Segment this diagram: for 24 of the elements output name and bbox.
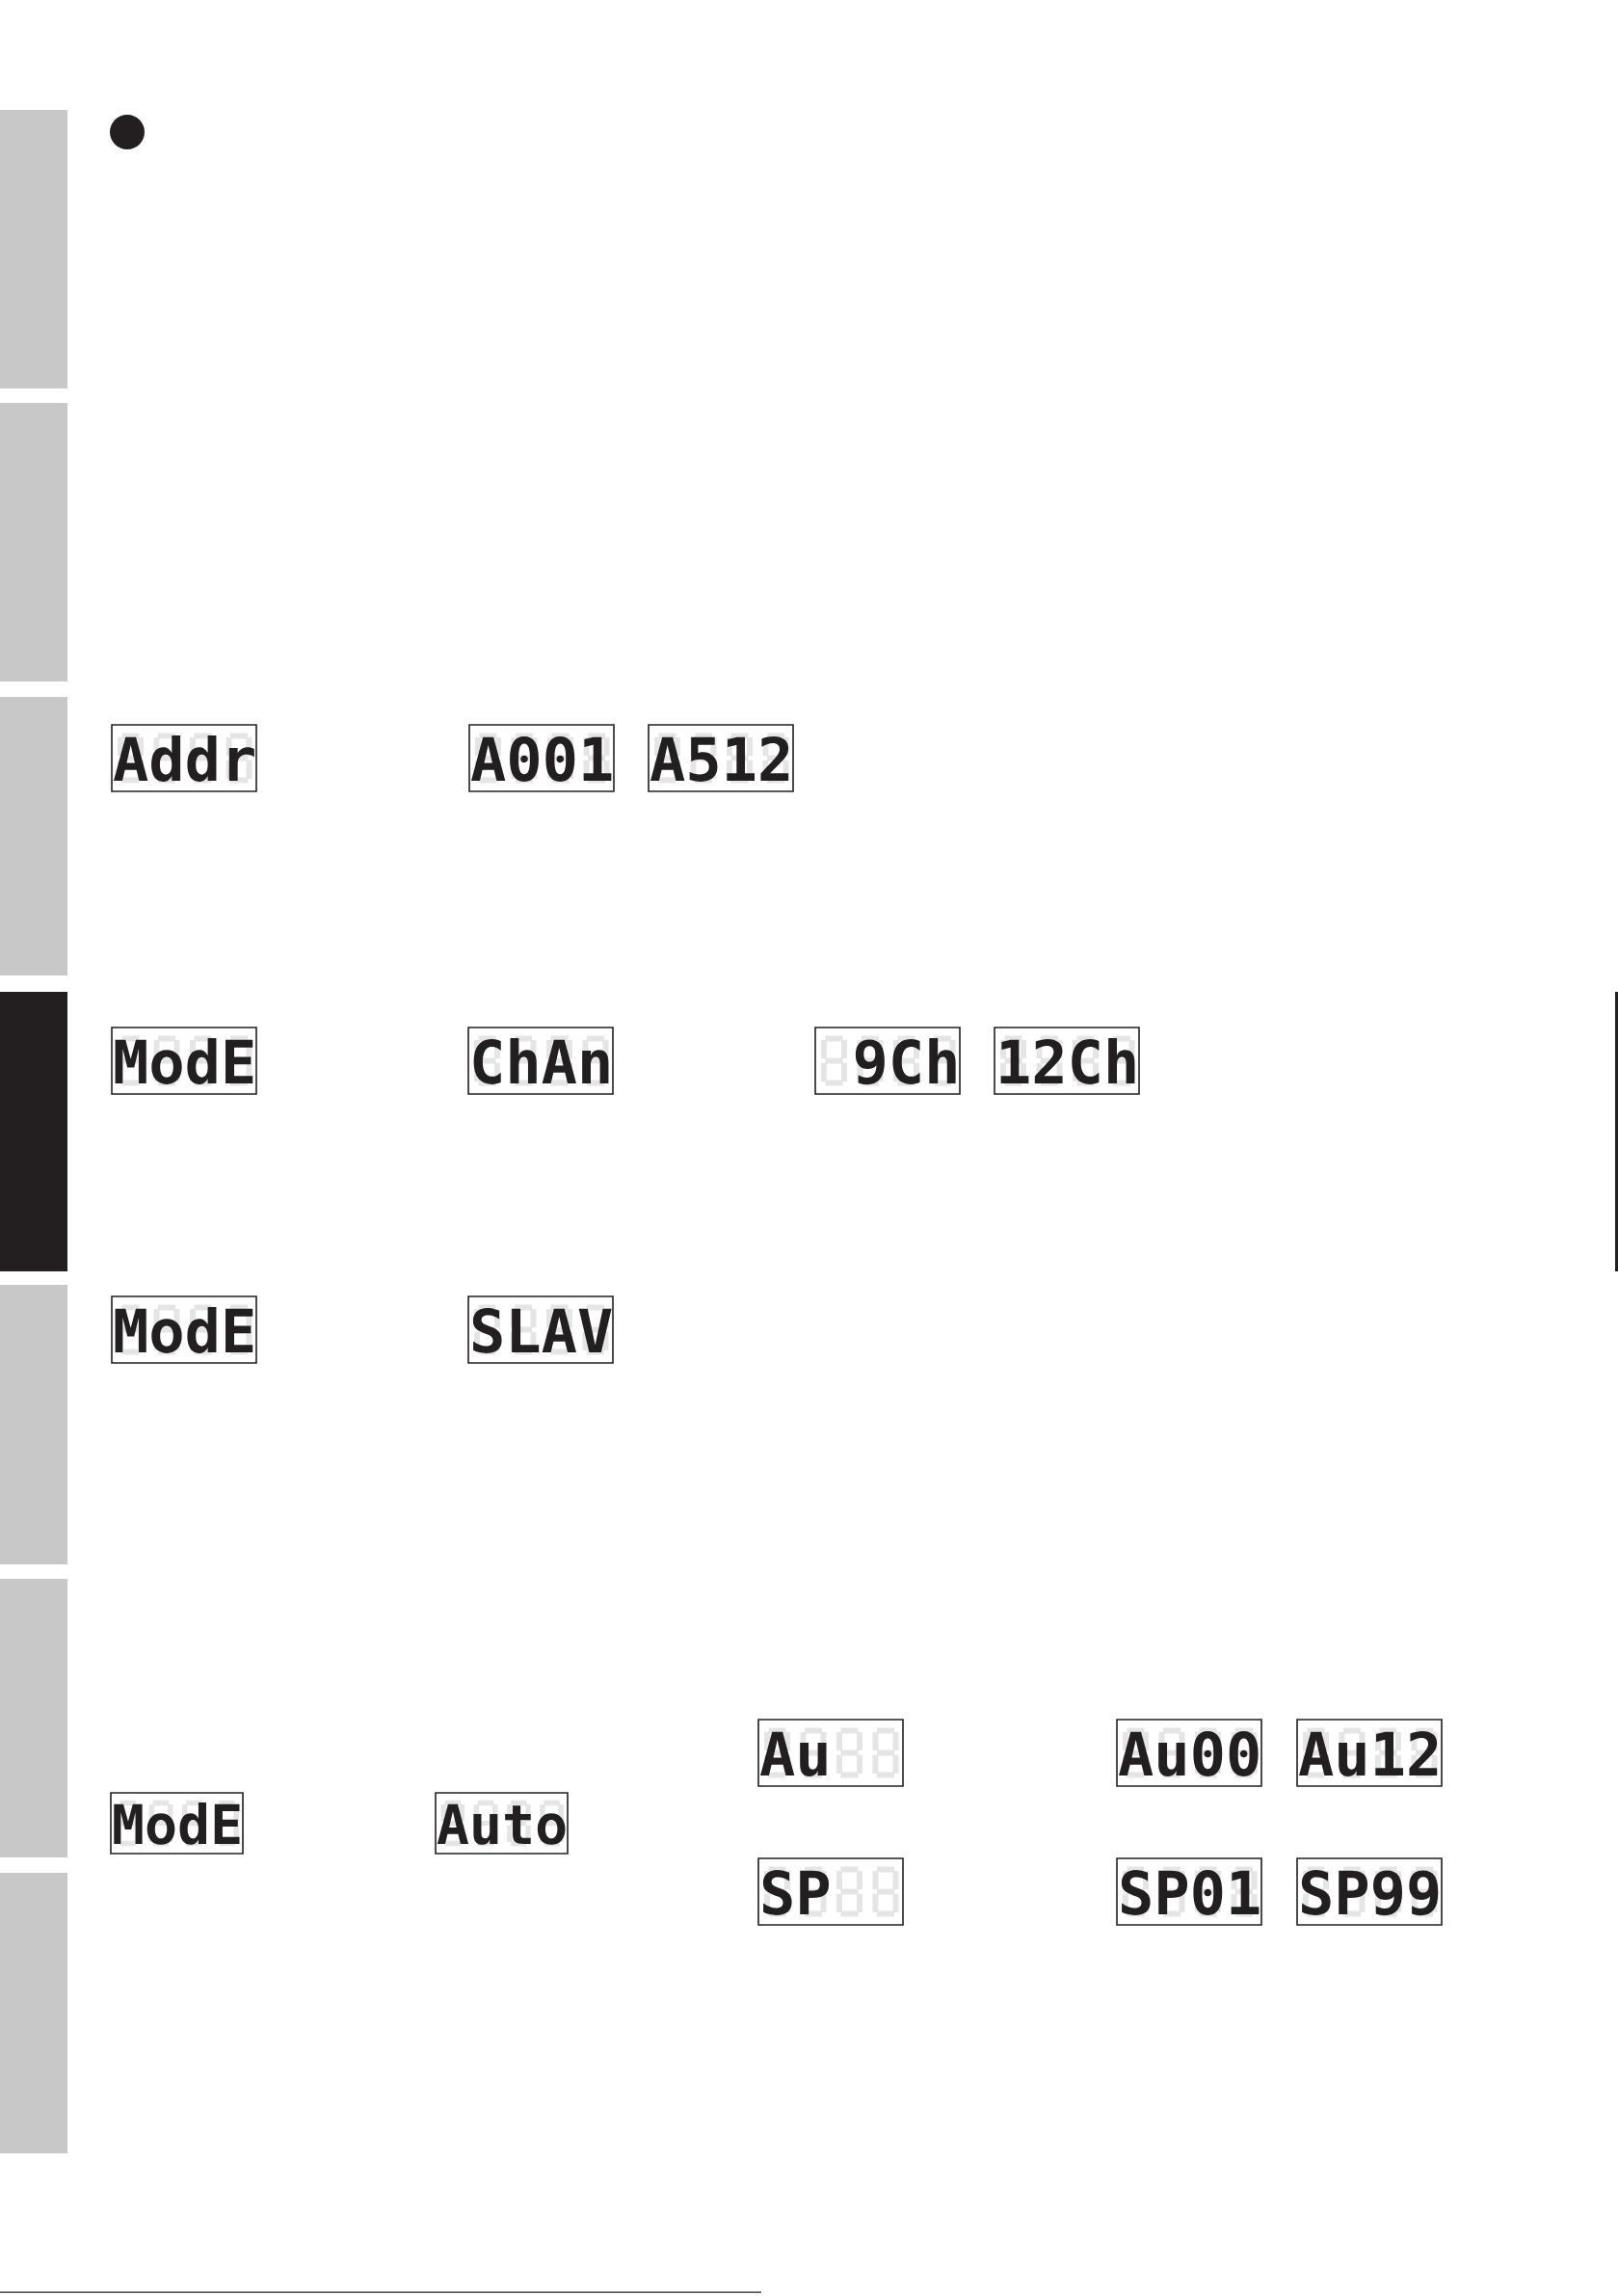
lcd-display: SP01 [1116,1857,1262,1926]
lcd-display: Au [757,1719,904,1787]
lcd-display: A512 [648,724,794,792]
lcd-display: Addr [111,724,257,792]
lcd-display: Au12 [1296,1719,1443,1787]
lcd-display: 9Ch [814,1027,961,1095]
side-tab [0,992,67,1271]
lcd-display: SLAV [467,1295,614,1364]
side-tab [0,1873,67,2153]
side-tab [0,1285,67,1564]
lcd-display: SP [757,1857,904,1926]
lcd-display: Au00 [1116,1719,1262,1787]
side-tab [0,1579,67,1857]
side-tab [0,403,67,681]
lcd-display: ModE [110,1792,244,1855]
lcd-display: A001 [468,724,615,792]
lcd-display: Auto [435,1792,569,1855]
side-tab [0,697,67,975]
side-tab [0,110,67,388]
lcd-display: ModE [111,1027,257,1095]
lcd-display: 12Ch [994,1027,1140,1095]
lcd-display: ModE [111,1295,257,1364]
lcd-display: ChAn [467,1027,614,1095]
lcd-display: SP99 [1296,1857,1443,1926]
